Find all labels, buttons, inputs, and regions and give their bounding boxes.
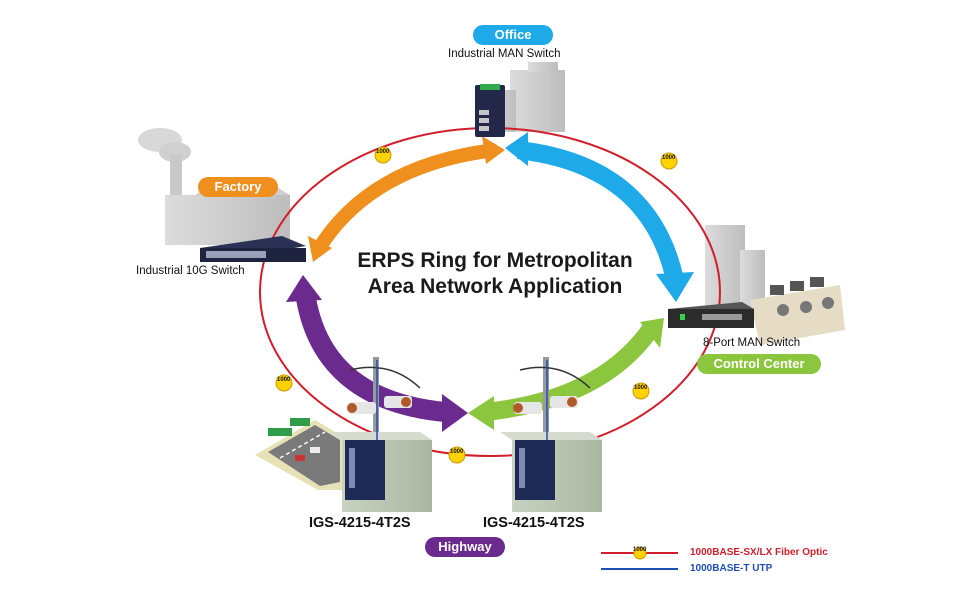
highway-arrowhead-bottom	[442, 394, 468, 432]
control-arrowhead-top	[640, 318, 664, 348]
legend-fiber-label: 1000BASE-SX/LX Fiber Optic	[690, 547, 828, 558]
control-center-desks	[750, 277, 845, 345]
legend-fiber-badge	[633, 546, 647, 560]
highway-cabinet-left	[330, 360, 432, 512]
highway-arrowhead-top	[286, 275, 322, 302]
legend-utp-label: 1000BASE-T UTP	[690, 563, 773, 574]
diagram-title: ERPS Ring for Metropolitan Area Network …	[340, 248, 650, 300]
title-line-2: Area Network Application	[367, 275, 623, 298]
factory-pill: Factory	[198, 177, 278, 197]
title-line-1: ERPS Ring for Metropolitan	[357, 249, 633, 272]
control-switch-device	[668, 302, 754, 328]
office-arrow	[516, 141, 684, 282]
control-arrowhead-bottom	[468, 396, 494, 430]
office-pill: Office	[473, 25, 553, 45]
badge-label: 1000	[277, 377, 291, 383]
badge-label: 1000	[450, 449, 464, 455]
office-arrowhead-top	[505, 132, 528, 166]
factory-arrowhead-top	[482, 136, 505, 164]
factory-arrow	[312, 143, 496, 254]
factory-building	[138, 128, 290, 245]
link-badge	[275, 146, 678, 464]
factory-switch-label: Industrial 10G Switch	[136, 265, 245, 277]
control-center-pill: Control Center	[697, 354, 821, 374]
legend	[601, 546, 678, 570]
badge-label: 1000	[662, 155, 676, 161]
badge-label: 1000	[633, 547, 647, 553]
highway-arrow	[295, 290, 446, 422]
control-switch-label: 8-Port MAN Switch	[703, 337, 801, 349]
highway-right-model: IGS-4215-4T2S	[483, 515, 585, 531]
office-switch-device	[475, 84, 505, 137]
office-switch-label: Industrial MAN Switch	[448, 48, 561, 60]
highway-road	[255, 418, 345, 490]
factory-arrowhead-bottom	[308, 236, 332, 262]
utility-pole-right	[513, 357, 591, 437]
highway-left-model: IGS-4215-4T2S	[309, 515, 411, 531]
badge-label: 1000	[634, 385, 648, 391]
highway-pill: Highway	[425, 537, 505, 557]
office-arrowhead-bottom	[656, 272, 694, 302]
highway-cabinet-right	[500, 360, 602, 512]
badge-label: 1000	[376, 149, 390, 155]
utility-pole-left	[347, 357, 421, 437]
control-arrow	[484, 324, 658, 421]
factory-switch-device	[200, 236, 306, 262]
